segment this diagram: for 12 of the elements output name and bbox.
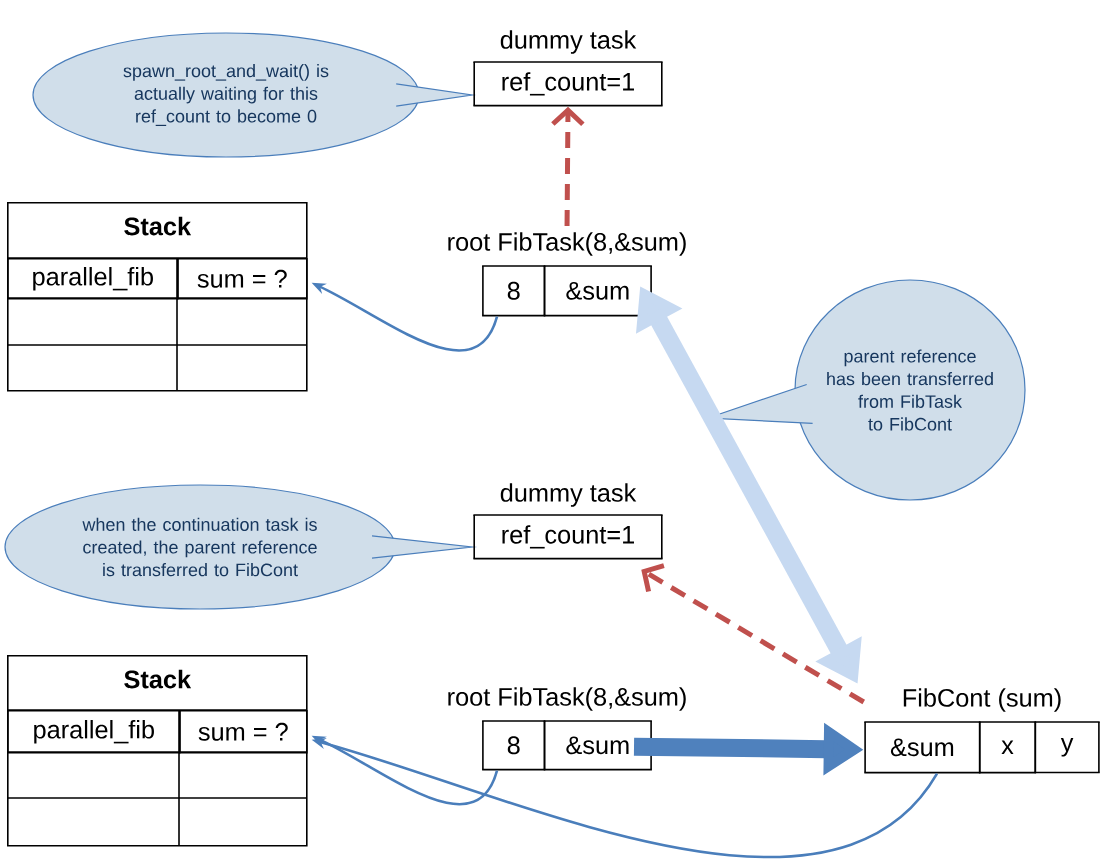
dashed-arrow xyxy=(551,106,585,227)
dashed-arrow xyxy=(641,563,865,705)
speech-bubble: when the continuation task is created, the parent reference is transferred to FibCont xyxy=(4,484,478,610)
table-cell: sum = ? xyxy=(179,710,308,754)
task-box: root FibTask(8,&sum) 8 &sum xyxy=(448,687,686,771)
table-cell: sum = ? xyxy=(177,258,308,300)
task-box: FibCont (sum) &sum x y xyxy=(863,688,1101,774)
speech-bubble: parent reference has been transferred from FibTask to FibCont xyxy=(704,279,1026,501)
table-cell: parallel_fib xyxy=(7,258,179,300)
table-cell: parallel_fib xyxy=(7,710,181,754)
task-box: root FibTask(8,&sum) 8 &sum xyxy=(448,232,686,317)
speech-bubble: spawn_root_and_wait() is actually waiting for this ref_count to become 0 xyxy=(32,32,477,158)
